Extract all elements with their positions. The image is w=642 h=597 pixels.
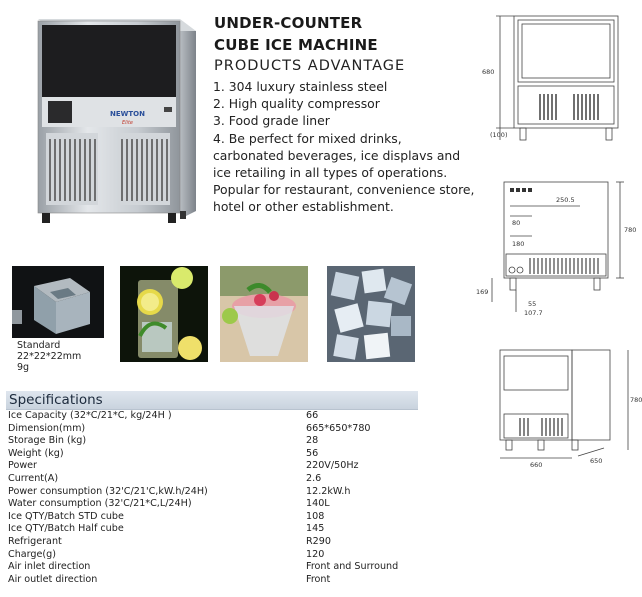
spec-value: 140L xyxy=(306,498,330,510)
cube-caption-type: Standard xyxy=(17,340,61,351)
lemon-drink-photo xyxy=(120,266,208,362)
spec-value: 2.6 xyxy=(306,472,322,484)
back-dim-180: 180 xyxy=(512,240,524,248)
spec-value: 66 xyxy=(306,410,319,421)
spec-label: Storage Bin (kg) xyxy=(8,435,87,447)
advantage-line: 3. Food grade liner xyxy=(213,113,330,129)
front-height-label: 680 xyxy=(482,68,494,76)
table-row: Dimension(mm) 665*650*780 xyxy=(8,423,418,436)
back-dim-169: 169 xyxy=(476,288,488,296)
advantage-line: 2. High quality compressor xyxy=(213,96,380,112)
table-row: Ice QTY/Batch Half cube 145 xyxy=(8,523,418,536)
side-depth-label: 650 xyxy=(590,457,602,465)
spec-value: 108 xyxy=(306,510,325,522)
back-height-label: 780 xyxy=(624,226,636,234)
table-row: Refrigerant R290 xyxy=(8,536,418,549)
spec-label: Dimension(mm) xyxy=(8,422,86,434)
advantage-line: carbonated beverages, ice displavs and xyxy=(213,147,461,163)
ice-machine-photo: NEWTON Elite xyxy=(37,19,196,223)
spec-label: Ice QTY/Batch Half cube xyxy=(8,523,124,535)
side-height-label: 780 xyxy=(630,396,642,404)
cube-caption: Standard 22*22*22mm 9g xyxy=(17,340,81,373)
spec-label: Water consumption (32'C/21*C,L/24H) xyxy=(8,498,192,510)
table-row: Weight (kg) 56 xyxy=(8,448,418,461)
front-leg-label: (100) xyxy=(490,131,507,139)
spec-label: Ice QTY/Batch STD cube xyxy=(8,510,124,522)
advantages-heading: PRODUCTS ADVANTAGE xyxy=(214,58,406,74)
spec-label: Current(A) xyxy=(8,472,59,484)
spec-value: 665*650*780 xyxy=(306,422,371,434)
spec-value: 220V/50Hz xyxy=(306,460,359,472)
page-title-line1: UNDER-COUNTER xyxy=(214,14,363,32)
spec-value: 12.2kW.h xyxy=(306,485,351,497)
table-row: Ice Capacity (32*C/21*C, kg/24H ) 66 xyxy=(8,410,418,423)
page-title-line2: CUBE ICE MACHINE xyxy=(214,36,378,54)
spec-value: 56 xyxy=(306,447,319,459)
side-view-drawing: 780 660 650 xyxy=(499,349,642,469)
back-dim-250: 250.5 xyxy=(556,196,575,204)
table-row: Ice QTY/Batch STD cube 108 xyxy=(8,511,418,524)
side-width-label: 660 xyxy=(530,461,542,469)
ice-cube-photo xyxy=(12,266,104,338)
front-view-drawing: 680 (100) xyxy=(482,15,619,141)
cube-caption-size: 22*22*22mm xyxy=(17,351,82,362)
spec-label: Power consumption (32'C/21'C,kW.h/24H) xyxy=(8,485,208,497)
spec-label: Ice Capacity (32*C/21*C, kg/24H ) xyxy=(8,410,172,421)
table-row: Air inlet direction Front and Surround xyxy=(8,561,418,574)
cube-caption-weight: 9g xyxy=(17,362,30,373)
spec-label: Charge(g) xyxy=(8,548,57,560)
table-row: Power consumption (32'C/21'C,kW.h/24H) 12… xyxy=(8,486,418,499)
spec-value: 145 xyxy=(306,523,325,535)
spec-table: Ice Capacity (32*C/21*C, kg/24H ) 66 Dime… xyxy=(8,410,418,586)
back-dim-55: 55 xyxy=(528,300,536,308)
table-row: Air outlet direction Front xyxy=(8,574,418,587)
table-row: Charge(g) 120 xyxy=(8,549,418,562)
spec-label: Refrigerant xyxy=(8,535,62,547)
spec-value: Front xyxy=(306,573,331,585)
spec-title: Specifications xyxy=(9,392,103,408)
back-dim-107: 107.7 xyxy=(524,309,543,317)
brand-logo: NEWTON xyxy=(110,110,145,118)
spec-value: 120 xyxy=(306,548,325,560)
spec-label: Air outlet direction xyxy=(8,573,98,585)
advantage-line: ice retailing in all types of operations… xyxy=(213,165,448,181)
cocktail-photo xyxy=(220,266,308,362)
advantage-line: hotel or other establishment. xyxy=(213,199,394,215)
spec-value: R290 xyxy=(306,535,331,547)
brand-logo-sub: Elite xyxy=(122,120,133,126)
table-row: Storage Bin (kg) 28 xyxy=(8,435,418,448)
spec-label: Weight (kg) xyxy=(8,447,64,459)
back-view-drawing: 250.5 80 180 780 169 55 107.7 xyxy=(476,181,636,317)
spec-label: Air inlet direction xyxy=(8,561,91,573)
spec-value: 28 xyxy=(306,435,319,447)
table-row: Water consumption (32'C/21*C,L/24H) 140L xyxy=(8,498,418,511)
advantages-list: 1. 304 luxury stainless steel 2. High qu… xyxy=(213,78,478,216)
advantage-line: Popular for restaurant, convenience stor… xyxy=(213,182,475,198)
advantage-line: 1. 304 luxury stainless steel xyxy=(213,79,388,94)
table-row: Current(A) 2.6 xyxy=(8,473,418,486)
ice-cubes-photo xyxy=(327,266,415,362)
table-row: Power 220V/50Hz xyxy=(8,460,418,473)
advantage-line: 4. Be perfect for mixed drinks, xyxy=(213,130,402,146)
back-dim-80: 80 xyxy=(512,219,520,227)
spec-header-bar xyxy=(6,391,418,410)
spec-label: Power xyxy=(8,460,38,472)
spec-value: Front and Surround xyxy=(306,561,399,573)
